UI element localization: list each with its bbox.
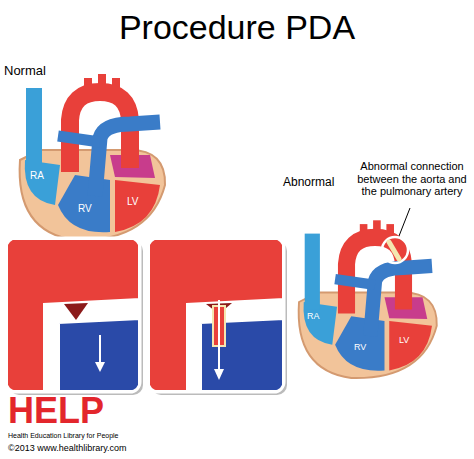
logo-subtitle: Health Education Library for People [8,432,119,440]
callout-text: Abnormal connection between the aorta an… [352,160,472,198]
chamber-label: RA [307,311,320,321]
section-label: Abnormal [283,176,334,190]
chamber-label: LV [127,196,139,208]
duct-circle [382,237,408,263]
copyright-note: ©2013 www.healthlibrary.com [8,443,127,453]
leader-line [399,208,410,236]
chamber-label: RV [354,342,366,352]
normal-heart [20,74,165,240]
ductus-arteriosus [389,242,399,259]
page-title: Procedure PDA [0,8,474,47]
abnormal-heart [299,220,437,378]
chamber-label: RA [30,170,44,182]
open-duct-panel [148,238,287,395]
chamber-label: RV [78,203,92,215]
chamber-label: LV [399,335,409,345]
section-label: Normal [4,64,46,79]
closed-duct-panel [6,238,143,395]
logo-text: HELP [8,390,104,431]
